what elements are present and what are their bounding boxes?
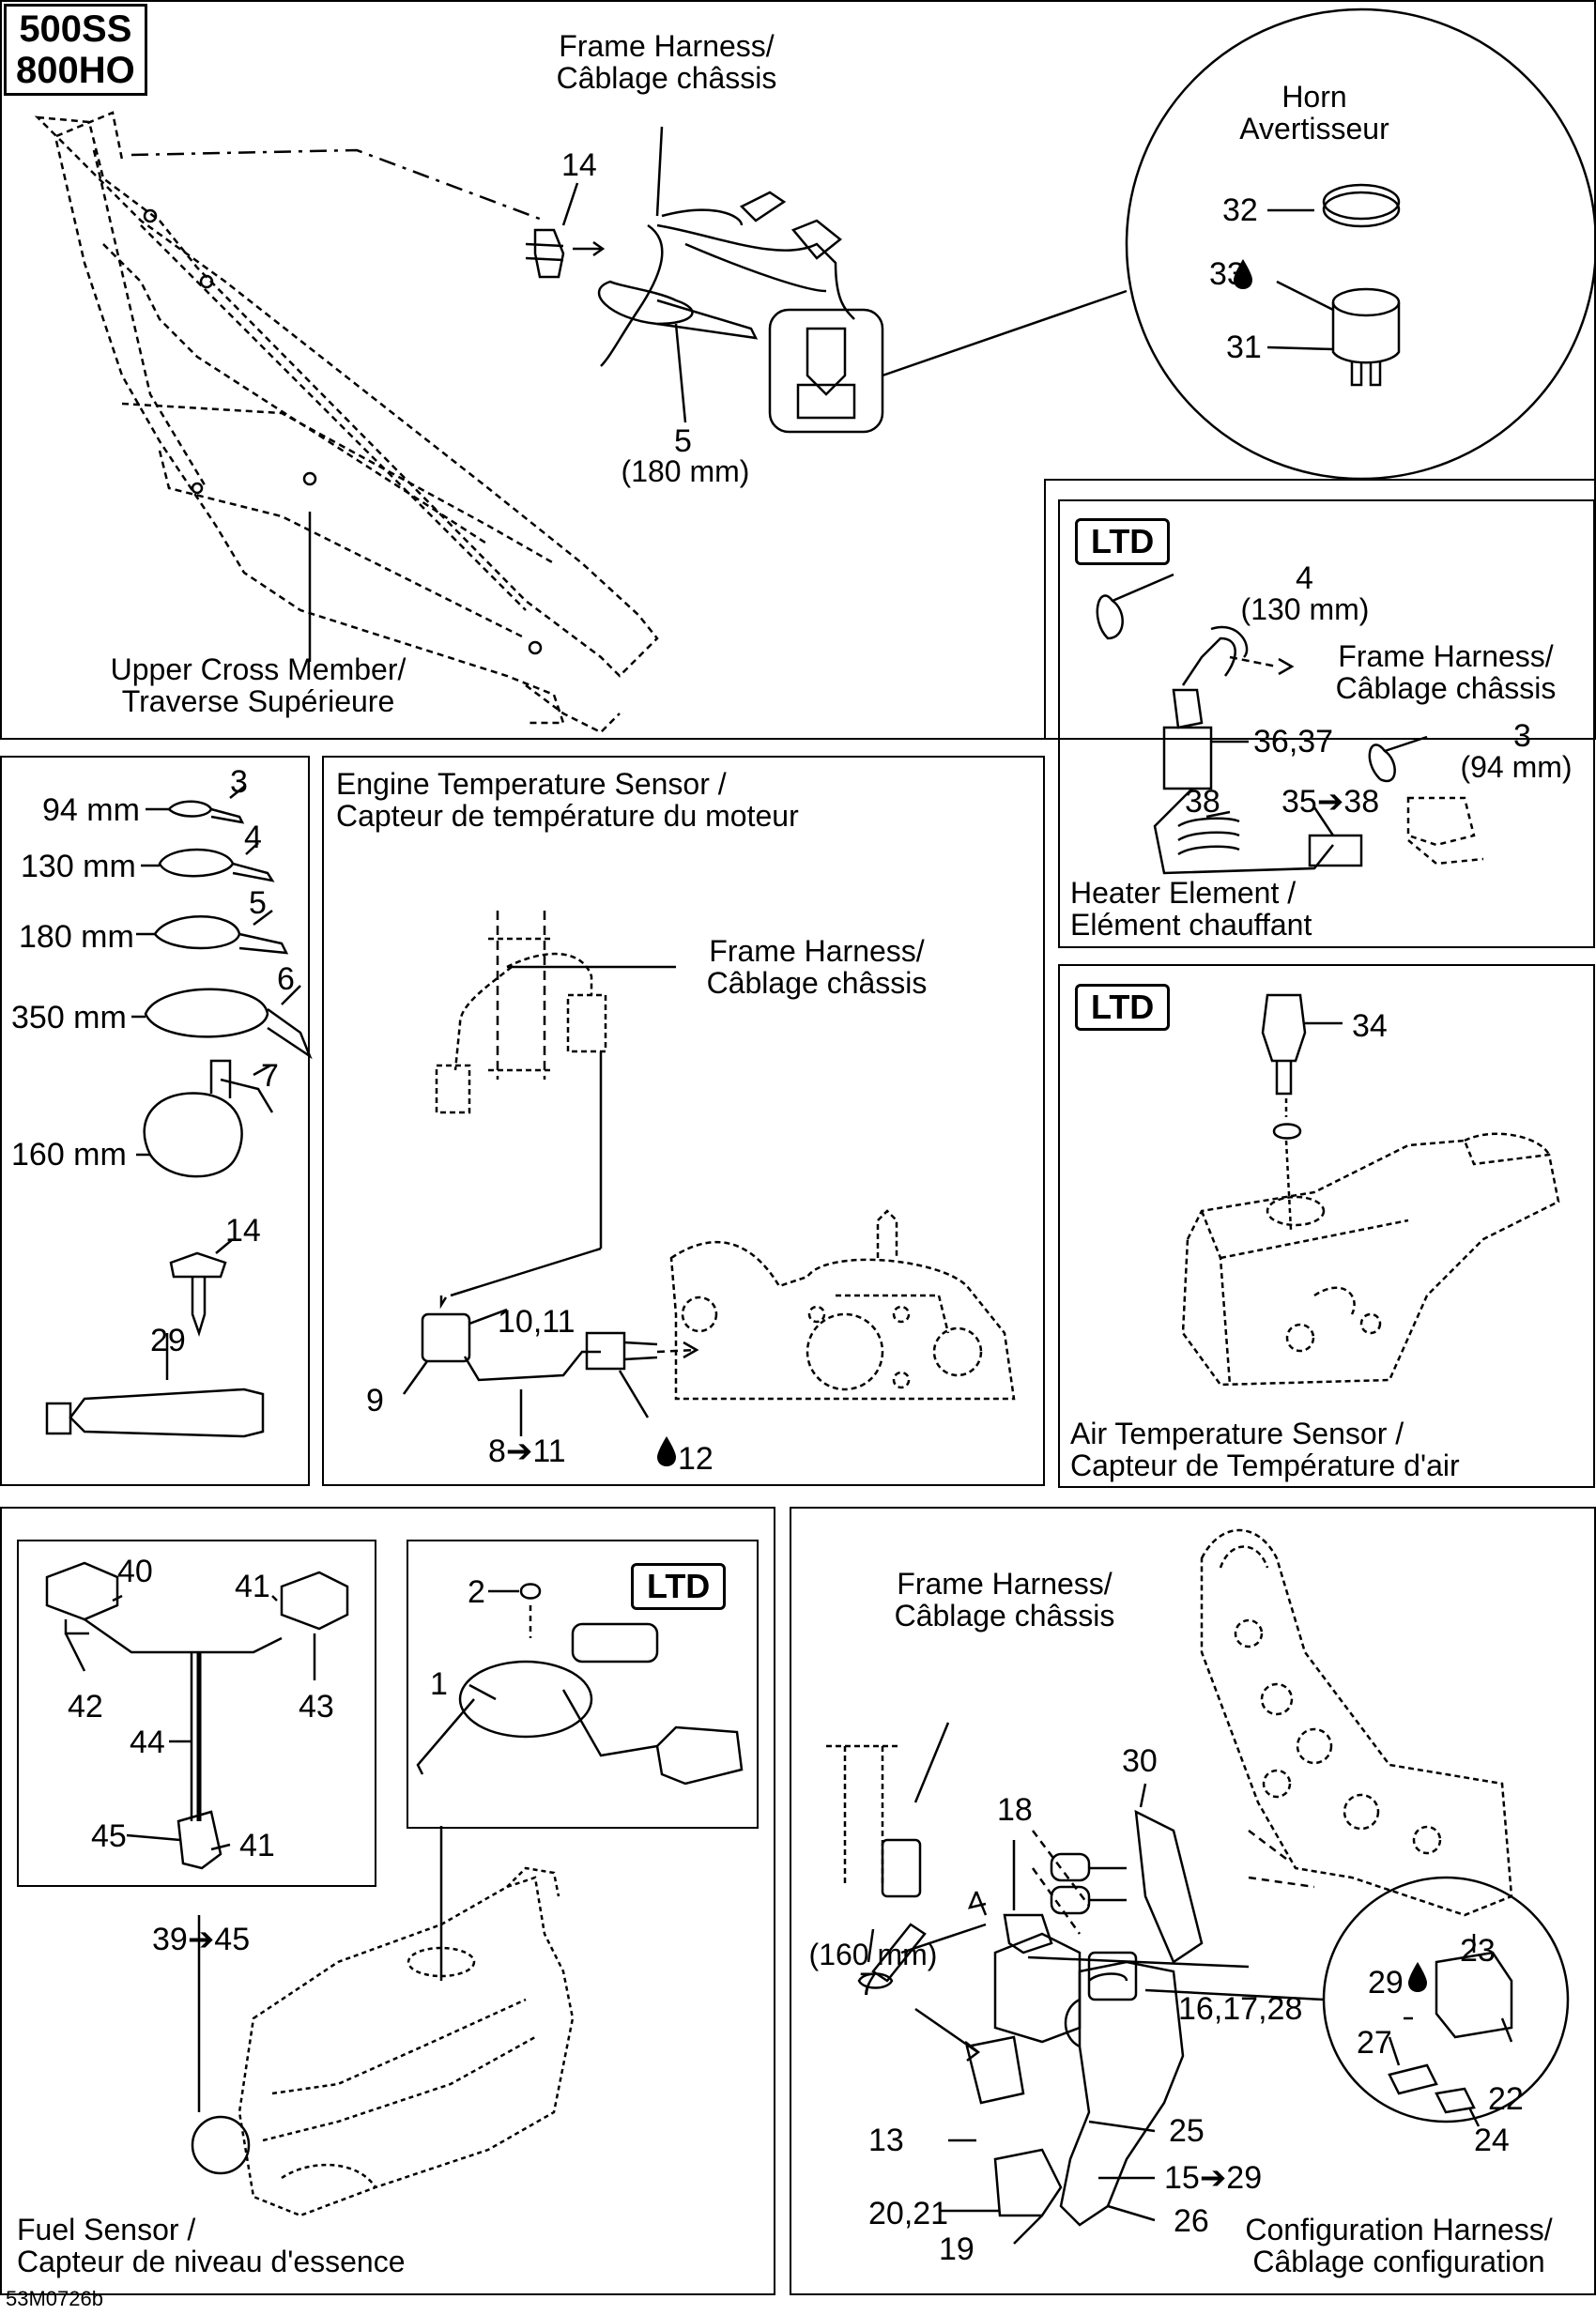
tie-ref-4: 4 (244, 820, 262, 855)
panel-engine-temp (322, 756, 1045, 1486)
ref-10-11: 10,11 (498, 1304, 575, 1340)
panel-config (790, 1507, 1596, 2295)
ref-7: 7 (859, 1967, 877, 2002)
ref-1: 1 (430, 1666, 448, 1702)
ref-26: 26 (1174, 2203, 1209, 2239)
ref-8-11: 8➔11 (488, 1433, 566, 1469)
tie-ref-6: 6 (277, 961, 295, 997)
label-config-harness: Configuration Harness/ Câblage configura… (1245, 2213, 1553, 2278)
label-frame-harness-heater: Frame Harness/ Câblage châssis (1335, 639, 1557, 705)
ref-43: 43 (299, 1689, 334, 1725)
ref-33: 33 (1209, 256, 1245, 292)
panel-ltd-heater (1044, 479, 1596, 481)
ref-3-ltd: 3 (1513, 718, 1531, 754)
panel-fuel (0, 1507, 775, 2295)
ref-41-top: 41 (235, 1569, 270, 1604)
ref-32: 32 (1222, 192, 1258, 228)
ref-45: 45 (91, 1818, 127, 1854)
label-frame-harness-engine: Frame Harness/ Câblage châssis (706, 934, 928, 1000)
label-tie7-length: (160 mm) (808, 1938, 938, 1971)
tie-ref-7: 7 (261, 1058, 279, 1094)
tie-length-160: 160 mm (11, 1137, 127, 1173)
ref-30: 30 (1122, 1743, 1158, 1779)
ltd-badge-air: LTD (1075, 984, 1171, 1031)
ref-22: 22 (1488, 2081, 1524, 2117)
model-500ss: 500SS (19, 8, 132, 50)
oil-drop-icon (1408, 1962, 1427, 1992)
label-tie3-length: (94 mm) (1460, 750, 1573, 784)
tie-length-94: 94 mm (42, 792, 140, 828)
label-tie5-length: (180 mm) (621, 454, 750, 488)
label-fuel-sensor: Fuel Sensor / Capteur de niveau d'essenc… (17, 2213, 406, 2278)
label-horn: Horn Avertisseur (1239, 80, 1389, 146)
frame-drawing (34, 111, 659, 734)
figure-code: 53M0726b (6, 2287, 103, 2310)
tie-length-130: 130 mm (21, 849, 136, 884)
panel-connectors-inset (17, 1540, 376, 1887)
ref-29-left: 29 (150, 1323, 186, 1358)
model-badge: 500SS 800HO (4, 4, 147, 96)
panel-ties (0, 756, 310, 1486)
panel-frame (0, 0, 1596, 740)
panel-air-temp (1058, 964, 1595, 1488)
ref-24: 24 (1474, 2123, 1510, 2158)
panel-heater-inner (1058, 499, 1595, 948)
tie-length-180: 180 mm (19, 919, 134, 955)
ref-12: 12 (678, 1441, 714, 1477)
label-frame-harness-config: Frame Harness/ Câblage châssis (894, 1567, 1115, 1633)
ref-19: 19 (939, 2231, 974, 2267)
label-frame-harness-top: Frame Harness/ Câblage châssis (556, 29, 777, 95)
ref-36-37: 36,37 (1253, 724, 1334, 759)
ref-9: 9 (366, 1383, 384, 1418)
ref-2: 2 (468, 1574, 485, 1610)
ref-16-17-28: 16,17,28 (1178, 1991, 1303, 2027)
ref-4-ltd: 4 (1296, 560, 1313, 596)
ref-35-38: 35➔38 (1281, 784, 1380, 820)
ref-44: 44 (130, 1725, 165, 1760)
ref-31: 31 (1226, 330, 1262, 365)
ref-23: 23 (1460, 1933, 1496, 1969)
ref-42: 42 (68, 1689, 103, 1725)
ref-14-left: 14 (225, 1213, 261, 1249)
label-air-temp-sensor: Air Temperature Sensor / Capteur de Temp… (1070, 1417, 1460, 1482)
ref-20-21: 20,21 (868, 2196, 949, 2231)
model-800ho: 800HO (16, 50, 135, 91)
ref-5-top: 5 (674, 423, 692, 459)
ref-18: 18 (997, 1792, 1033, 1828)
ref-41-bottom: 41 (239, 1828, 275, 1863)
label-tie4-length: (130 mm) (1240, 592, 1370, 626)
ref-40: 40 (117, 1554, 153, 1589)
label-upper-cross-member: Upper Cross Member/ Traverse Supérieure (110, 652, 407, 718)
tie-length-350: 350 mm (11, 1000, 127, 1035)
oil-drop-icon (1234, 259, 1252, 289)
panel-sender-inset (407, 1540, 759, 1829)
label-heater-element: Heater Element / Elément chauffant (1070, 876, 1312, 942)
tie-ref-3: 3 (230, 764, 248, 800)
ref-38: 38 (1185, 784, 1220, 820)
ref-15-29: 15➔29 (1164, 2160, 1263, 2196)
ref-25: 25 (1169, 2113, 1205, 2149)
ref-29: 29 (1368, 1965, 1404, 2001)
ltd-badge-heater: LTD (1075, 518, 1171, 565)
ref-13: 13 (868, 2123, 904, 2158)
ref-34: 34 (1352, 1008, 1388, 1044)
ref-27: 27 (1357, 2025, 1392, 2061)
tie-ref-5: 5 (249, 885, 267, 921)
ref-14-top: 14 (561, 147, 597, 183)
label-engine-temp-sensor: Engine Temperature Sensor / Capteur de t… (336, 767, 799, 833)
ref-39-45: 39➔45 (152, 1922, 251, 1957)
ltd-badge-fuel: LTD (631, 1563, 727, 1610)
panel-ltd-heater-box (1044, 479, 1046, 740)
oil-drop-icon (657, 1436, 676, 1466)
